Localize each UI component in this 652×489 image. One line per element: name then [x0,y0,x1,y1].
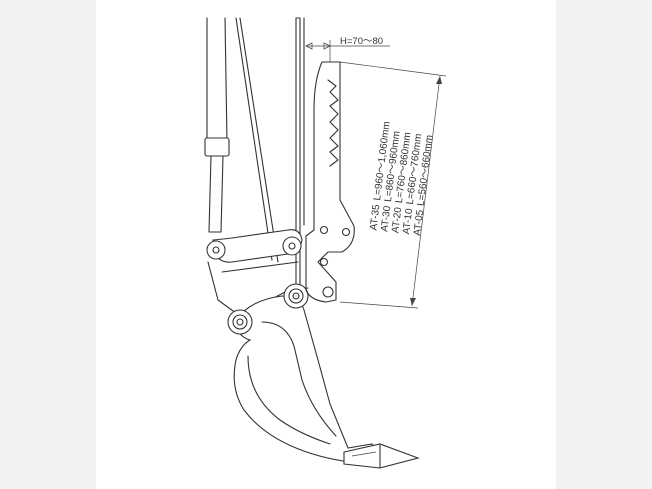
spec-model: AT-35 [368,203,382,231]
spec-model: AT-20 [390,206,404,234]
link-bar [206,229,303,263]
dimension-h-label: H=70～80 [340,36,383,47]
reference-bucket-outline [305,61,355,303]
spec-list: AT-35 L=960〜1,060mm AT-30 L=860〜960mm AT… [368,121,435,237]
ripper-shank [233,295,379,463]
spec-model: AT-10 [401,208,415,236]
dimension-h: H=70～80 [305,36,390,62]
dimension-l [339,61,447,309]
drawing-canvas: H=70～80 AT-35 L=960〜1,060mm AT-30 L=860〜… [96,0,556,489]
pin-joints [227,283,309,335]
spec-model: AT-30 [379,205,393,233]
ripper-tooth [343,443,420,469]
hydraulic-cylinder [204,17,230,233]
spec-model: AT-05 [412,209,426,237]
